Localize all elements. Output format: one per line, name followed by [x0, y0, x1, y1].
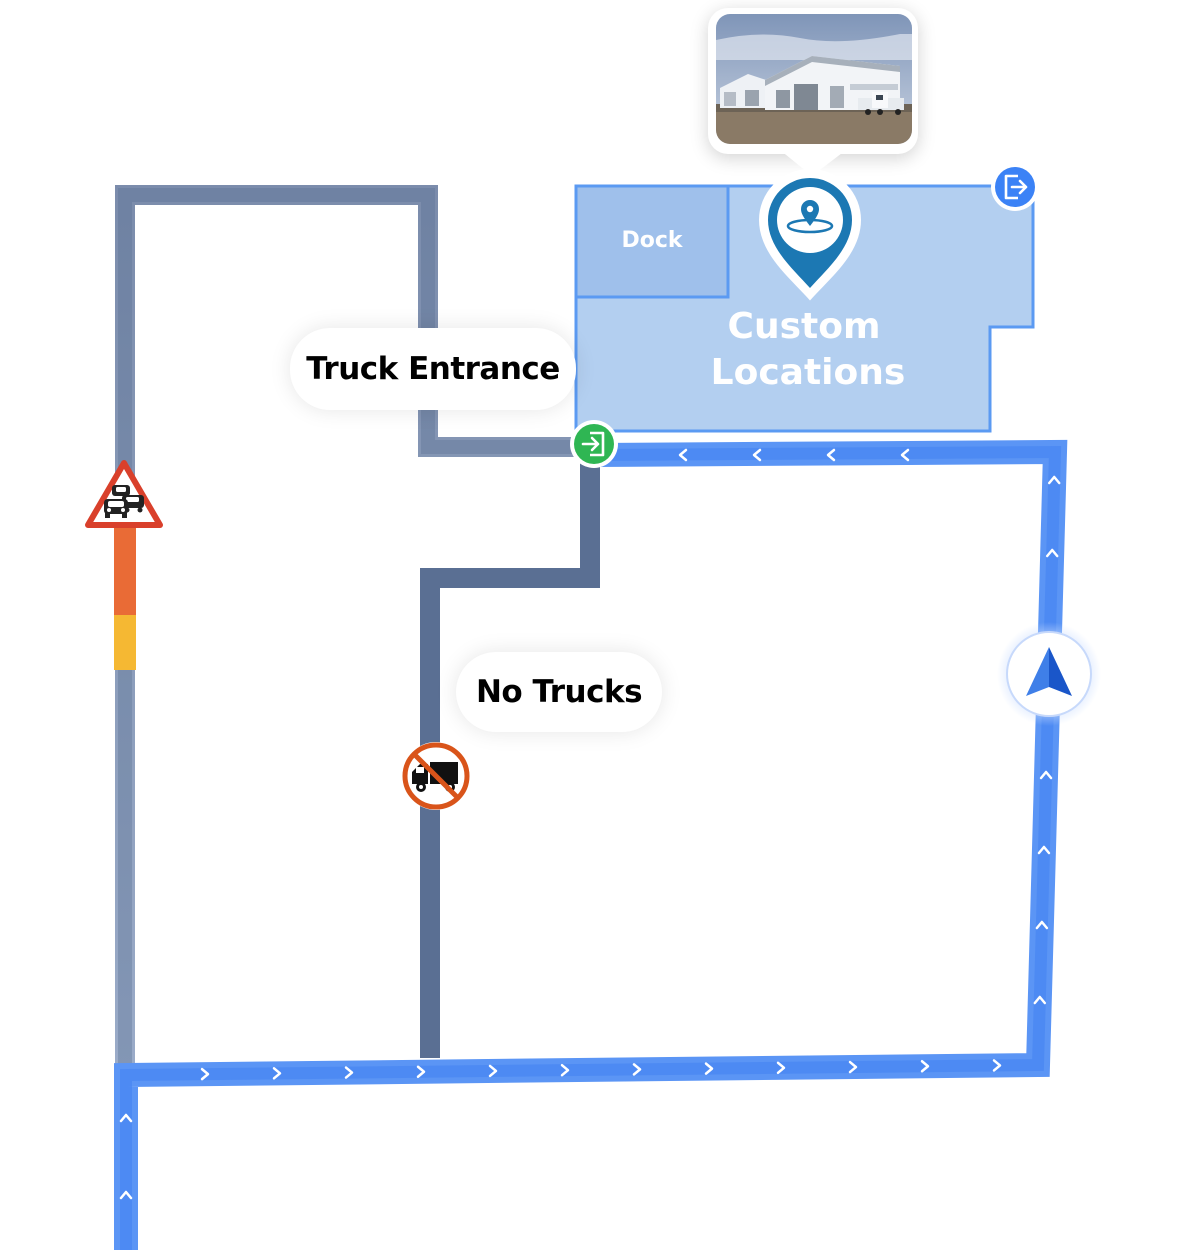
road-network	[115, 185, 600, 1068]
location-pin-icon[interactable]	[758, 169, 862, 301]
route-chevron	[992, 1059, 1002, 1072]
road-left-loop-inner	[118, 188, 587, 1068]
custom-locations-label-line2: Locations	[710, 352, 906, 393]
traffic-heavy-segment	[114, 525, 136, 617]
route-chevron	[776, 1061, 786, 1075]
route-chevron	[848, 1060, 858, 1074]
route-line-core	[120, 445, 1062, 1250]
route-chevron	[752, 448, 762, 462]
traffic-moderate-segment	[114, 615, 136, 670]
no-trucks-icon[interactable]	[402, 742, 470, 810]
custom-locations-area[interactable]	[574, 184, 1035, 433]
route-chevron	[119, 1190, 133, 1200]
route-chevron	[826, 448, 836, 462]
route-chevron	[119, 1113, 133, 1123]
dock-area[interactable]	[574, 184, 730, 299]
no-trucks-label: No Trucks	[456, 652, 662, 732]
route-chevron	[704, 1062, 714, 1075]
photo-callout-pointer	[780, 150, 846, 176]
route-chevron	[1033, 995, 1047, 1005]
warehouse-photo[interactable]	[716, 14, 912, 144]
route-direction-chevrons	[119, 448, 1061, 1200]
route-chevron	[1047, 475, 1061, 485]
route-chevron	[272, 1067, 282, 1080]
route-chevron	[1039, 770, 1053, 780]
navigation-arrow-icon[interactable]	[997, 622, 1101, 726]
traffic-jam-warning-icon[interactable]	[85, 460, 163, 528]
route-chevron	[488, 1064, 498, 1078]
dock-label: Dock	[621, 228, 683, 253]
entrance-icon[interactable]	[570, 420, 618, 468]
traffic-segment	[114, 525, 136, 670]
route	[114, 439, 1068, 1250]
custom-locations-label-line1: Custom	[727, 306, 881, 347]
route-chevron	[344, 1066, 354, 1079]
route-chevron	[1035, 920, 1049, 930]
route-chevron	[920, 1059, 930, 1073]
truck-entrance-label: Truck Entrance	[290, 328, 576, 410]
route-chevron	[678, 448, 688, 462]
route-chevron	[1037, 845, 1051, 855]
route-chevron	[560, 1063, 570, 1077]
road-middle	[420, 447, 600, 1058]
route-chevron	[1045, 548, 1059, 558]
route-chevron	[416, 1065, 426, 1079]
route-chevron	[200, 1067, 210, 1081]
exit-icon[interactable]	[991, 163, 1039, 211]
route-chevron	[632, 1063, 642, 1076]
route-chevron	[900, 448, 910, 462]
road-left-loop	[115, 185, 587, 1068]
